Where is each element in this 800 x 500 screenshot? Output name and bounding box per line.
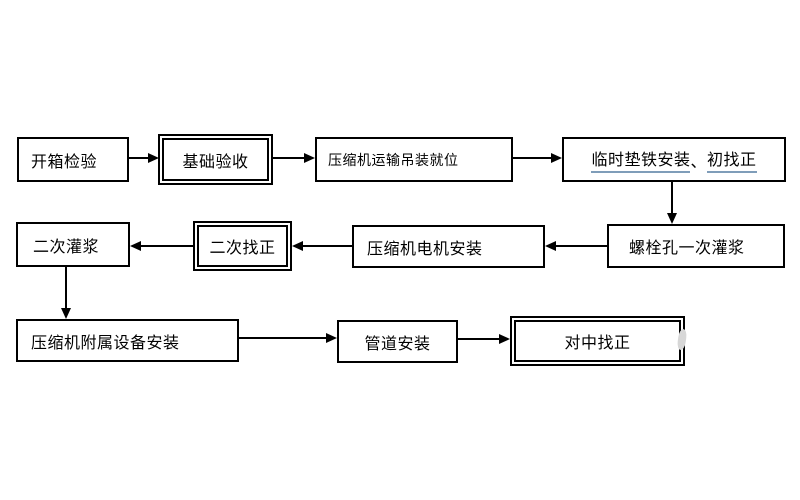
- flow-step-secondary-alignment: 二次找正: [193, 221, 292, 271]
- arrowhead-down-icon: [667, 213, 677, 224]
- inner-frame: 二次找正: [197, 225, 288, 267]
- flow-arrow-left-icon: [545, 241, 607, 251]
- flow-arrow-right-icon: [129, 153, 159, 163]
- step-label: 对中找正: [564, 335, 631, 352]
- arrowhead-down-icon: [61, 308, 71, 319]
- step-label: 基础验收: [182, 153, 249, 171]
- step-label-underlined: 初找正: [707, 146, 757, 173]
- flow-arrow-left-icon: [130, 241, 193, 251]
- arrowhead-right-icon: [499, 334, 510, 344]
- flow-arrow-right-icon: [273, 153, 315, 163]
- inner-frame: 基础验收: [162, 138, 269, 181]
- flow-arrow-left-icon: [292, 241, 352, 251]
- step-label: 二次灌浆: [33, 238, 100, 256]
- flow-step-auxiliary-equipment-installation: 压缩机附属设备安装: [16, 319, 239, 362]
- step-label: 管道安装: [364, 335, 431, 353]
- arrow-line: [513, 157, 551, 159]
- flow-step-compressor-motor-installation: 压缩机电机安装: [352, 225, 545, 268]
- flow-arrow-right-icon: [458, 334, 510, 344]
- step-label: 二次找正: [209, 240, 276, 257]
- arrow-line: [239, 337, 326, 339]
- step-label: 压缩机运输吊装就位: [328, 151, 459, 168]
- arrow-line: [65, 267, 67, 308]
- flow-arrow-down-icon: [667, 182, 677, 224]
- arrow-line: [129, 157, 148, 159]
- flow-step-foundation-acceptance: 基础验收: [158, 134, 273, 185]
- step-label: 压缩机电机安装: [367, 240, 483, 258]
- flow-arrow-right-icon: [513, 153, 562, 163]
- arrowhead-left-icon: [130, 241, 141, 251]
- arrow-line: [556, 245, 607, 247]
- step-label: 螺栓孔一次灌浆: [629, 240, 745, 257]
- arrowhead-right-icon: [148, 153, 159, 163]
- arrow-line: [141, 245, 193, 247]
- flow-step-bolt-hole-first-grouting: 螺栓孔一次灌浆: [607, 224, 785, 268]
- flow-step-center-alignment: 对中找正: [510, 316, 685, 366]
- flow-step-pipeline-installation: 管道安装: [337, 320, 458, 363]
- step-label: 开箱检验: [31, 153, 98, 171]
- step-label-separator: 、: [690, 153, 707, 171]
- flow-step-temporary-shim-initial-alignment: 临时垫铁安装、初找正: [562, 137, 786, 182]
- inner-frame: 对中找正: [514, 320, 681, 362]
- arrowhead-left-icon: [545, 241, 556, 251]
- flow-step-compressor-transport-hoisting: 压缩机运输吊装就位: [315, 137, 513, 182]
- flow-arrow-down-icon: [61, 267, 71, 319]
- flow-step-secondary-grouting: 二次灌浆: [16, 222, 130, 267]
- arrow-line: [458, 338, 499, 340]
- flow-arrow-right-icon: [239, 333, 337, 343]
- arrowhead-left-icon: [292, 241, 303, 251]
- flow-step-open-box-inspection: 开箱检验: [17, 137, 129, 182]
- arrowhead-right-icon: [326, 333, 337, 343]
- step-label: 压缩机附属设备安装: [31, 334, 180, 352]
- arrowhead-right-icon: [304, 153, 315, 163]
- arrow-line: [273, 157, 304, 159]
- arrow-line: [671, 182, 673, 213]
- arrow-line: [303, 245, 352, 247]
- arrowhead-right-icon: [551, 153, 562, 163]
- step-label-underlined: 临时垫铁安装: [591, 146, 691, 173]
